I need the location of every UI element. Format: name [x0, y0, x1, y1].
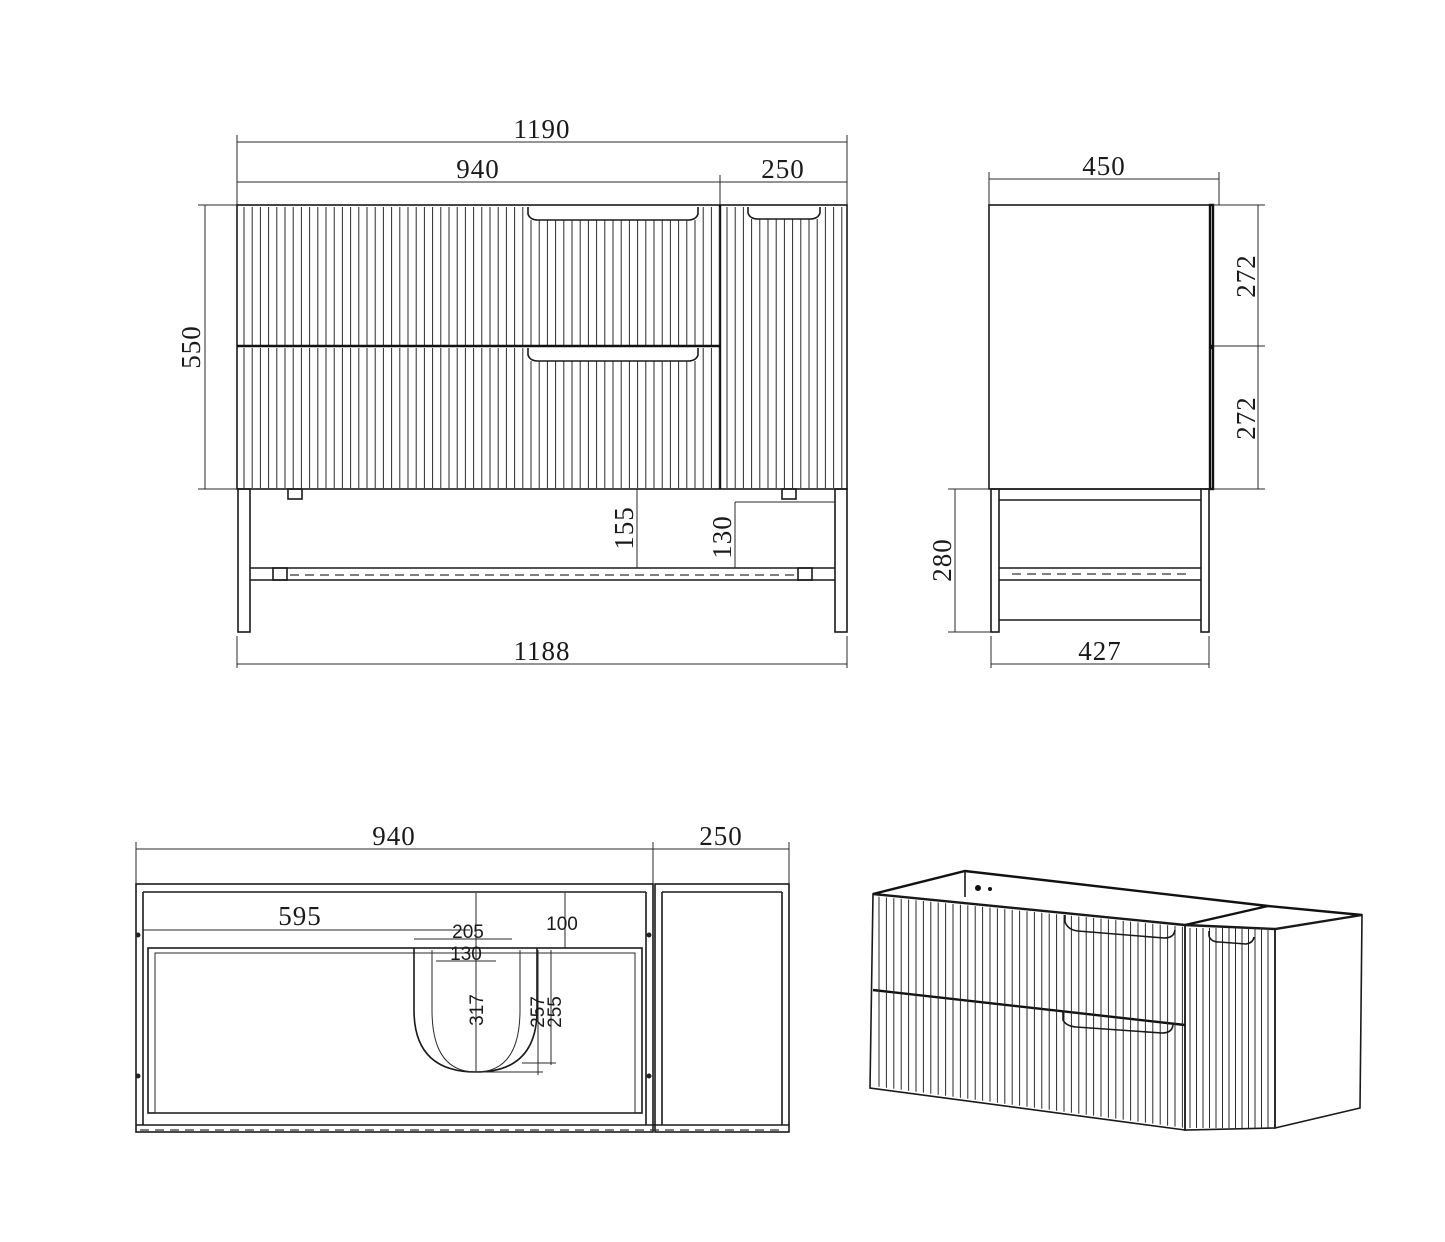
dim-1190: 1190: [514, 114, 571, 144]
dim-427: 427: [1078, 636, 1122, 666]
dim-250: 250: [761, 154, 805, 184]
dim-130-plan: 130: [450, 944, 482, 965]
dim-130: 130: [707, 515, 737, 559]
dim-255: 255: [545, 996, 566, 1028]
dim-550: 550: [176, 325, 206, 369]
dim-595: 595: [278, 901, 322, 931]
dim-205: 205: [452, 922, 484, 943]
dim-155: 155: [609, 506, 639, 550]
side-view: 450 272 272 280 427: [927, 151, 1265, 668]
dim-317: 317: [467, 994, 488, 1026]
isometric-view: [869, 869, 1363, 1131]
front-view: 1190 940 250 550 155 130: [176, 114, 848, 668]
dim-257: 257: [528, 996, 549, 1028]
plan-view: 940 250 595 100 205 130 317: [135, 821, 790, 1133]
dim-100: 100: [546, 914, 578, 935]
dim-250-plan: 250: [699, 821, 743, 851]
dim-272-lower: 272: [1231, 396, 1261, 440]
dim-450: 450: [1082, 151, 1126, 181]
dim-280: 280: [927, 538, 957, 582]
dim-272-upper: 272: [1231, 254, 1261, 298]
dim-1188: 1188: [514, 636, 571, 666]
dim-940: 940: [456, 154, 500, 184]
dim-940-plan: 940: [372, 821, 416, 851]
